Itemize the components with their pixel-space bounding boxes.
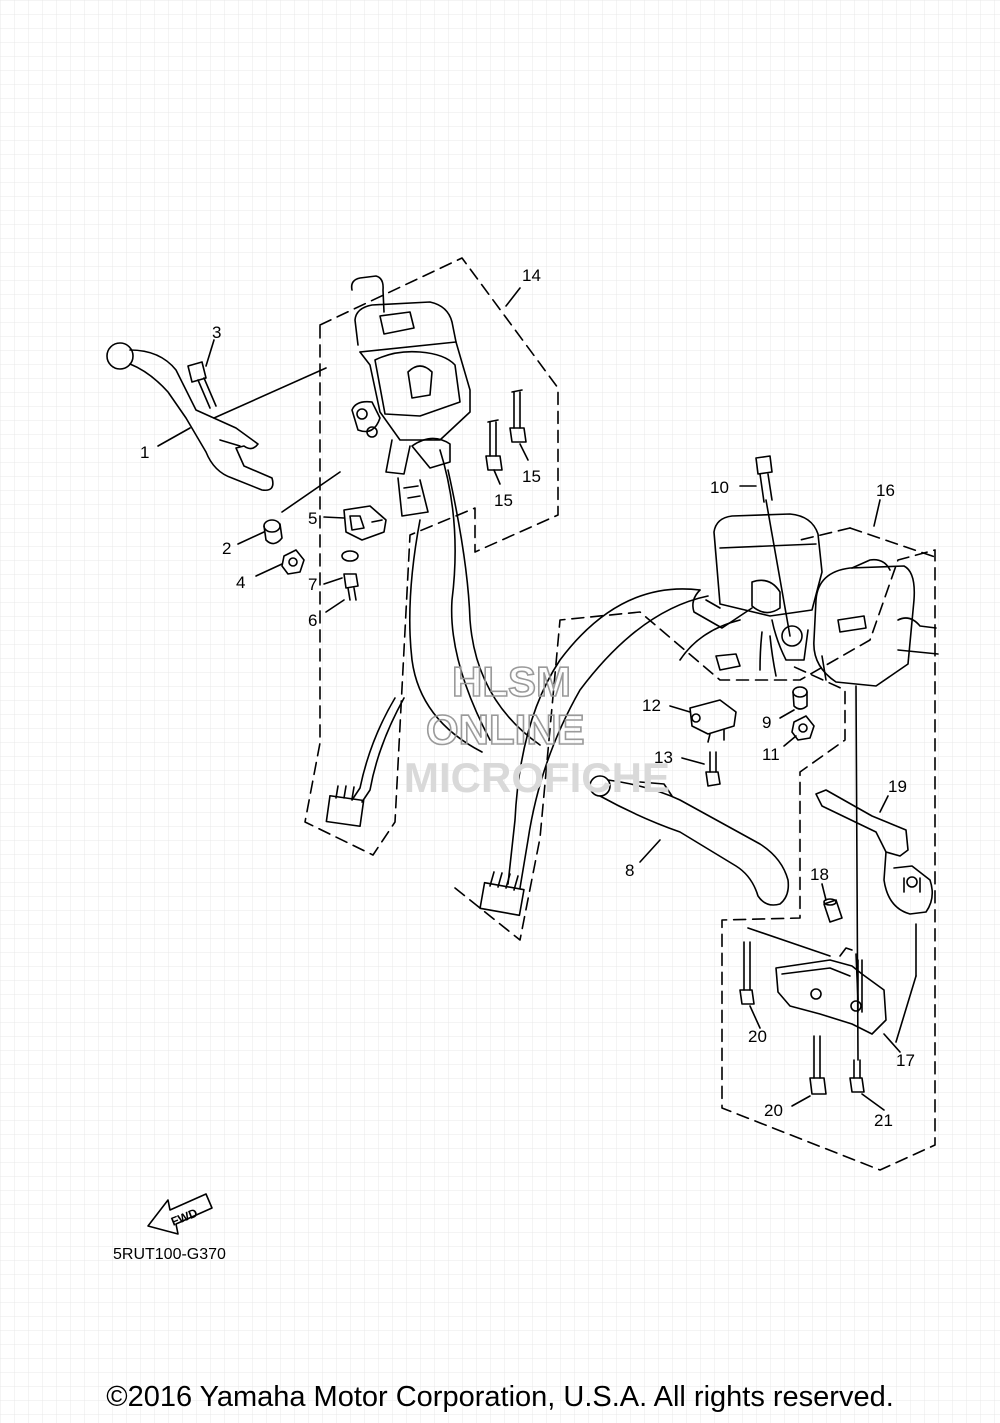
switch-5 — [343, 505, 387, 541]
callout-7: 7 — [308, 575, 317, 594]
lever-holder-19 — [815, 789, 934, 915]
fwd-arrow-icon — [147, 1193, 213, 1235]
diagram-code: 5RUT100-G370 — [113, 1246, 226, 1263]
callout-16: 16 — [876, 481, 895, 500]
callout-15a: 15 — [494, 491, 513, 510]
callout-21: 21 — [874, 1111, 893, 1130]
watermark-line3: MICROFICHE — [404, 754, 670, 801]
copyright-notice: ©2016 Yamaha Motor Corporation, U.S.A. A… — [106, 1381, 894, 1413]
callout-8: 8 — [625, 861, 634, 880]
watermark-line1: HLSM — [452, 658, 571, 705]
screw-6 — [343, 573, 359, 601]
callout-labels: 1 2 3 4 5 6 7 8 9 10 11 12 13 14 15 15 1… — [140, 266, 915, 1130]
right-wire-harness — [507, 588, 701, 885]
callout-19: 19 — [888, 777, 907, 796]
callout-15b: 15 — [522, 467, 541, 486]
bolt-10 — [755, 455, 791, 637]
collar-2 — [263, 519, 283, 545]
nut-4 — [281, 549, 305, 575]
bolt-15b — [509, 389, 527, 443]
callout-14: 14 — [522, 266, 541, 285]
callout-4: 4 — [236, 573, 245, 592]
watermark-line2: ONLINE — [426, 706, 585, 753]
callout-18: 18 — [810, 865, 829, 884]
bushing-18 — [823, 898, 843, 923]
switch-12 — [689, 699, 737, 743]
right-connector — [479, 881, 525, 917]
callout-13: 13 — [654, 748, 673, 767]
callout-5: 5 — [308, 509, 317, 528]
switch-assembly-left-outline — [304, 257, 559, 856]
callout-3: 3 — [212, 323, 221, 342]
callout-9: 9 — [762, 713, 771, 732]
nut-11 — [791, 715, 815, 741]
callout-1: 1 — [140, 443, 149, 462]
bolt-20b — [809, 1035, 827, 1095]
left-connector — [325, 794, 365, 828]
watermark: HLSM ONLINE MICROFICHE — [404, 657, 670, 801]
bolt-3 — [187, 361, 217, 409]
left-connector-wire — [351, 697, 396, 801]
callout-2: 2 — [222, 539, 231, 558]
callout-20b: 20 — [764, 1101, 783, 1120]
screw-21 — [849, 1059, 865, 1093]
master-cylinder — [692, 513, 823, 671]
clutch-lever-8 — [589, 775, 790, 906]
left-switch-housing — [350, 275, 471, 517]
lever-bracket-17 — [775, 947, 887, 1035]
callout-6: 6 — [308, 611, 317, 630]
callout-20a: 20 — [748, 1027, 767, 1046]
collar-9 — [792, 686, 808, 710]
bolt-15a — [485, 419, 503, 471]
right-switch-housing-16 — [813, 558, 939, 687]
washer-7 — [341, 550, 359, 562]
bolt-20a — [739, 941, 755, 1005]
left-wire-harness — [408, 519, 483, 753]
screw-13 — [705, 751, 721, 787]
callout-12: 12 — [642, 696, 661, 715]
callout-11: 11 — [762, 745, 780, 764]
callout-10: 10 — [710, 478, 729, 497]
callout-17: 17 — [896, 1051, 915, 1070]
master-cylinder-outline — [454, 549, 936, 1171]
brake-lever-1 — [106, 342, 274, 492]
